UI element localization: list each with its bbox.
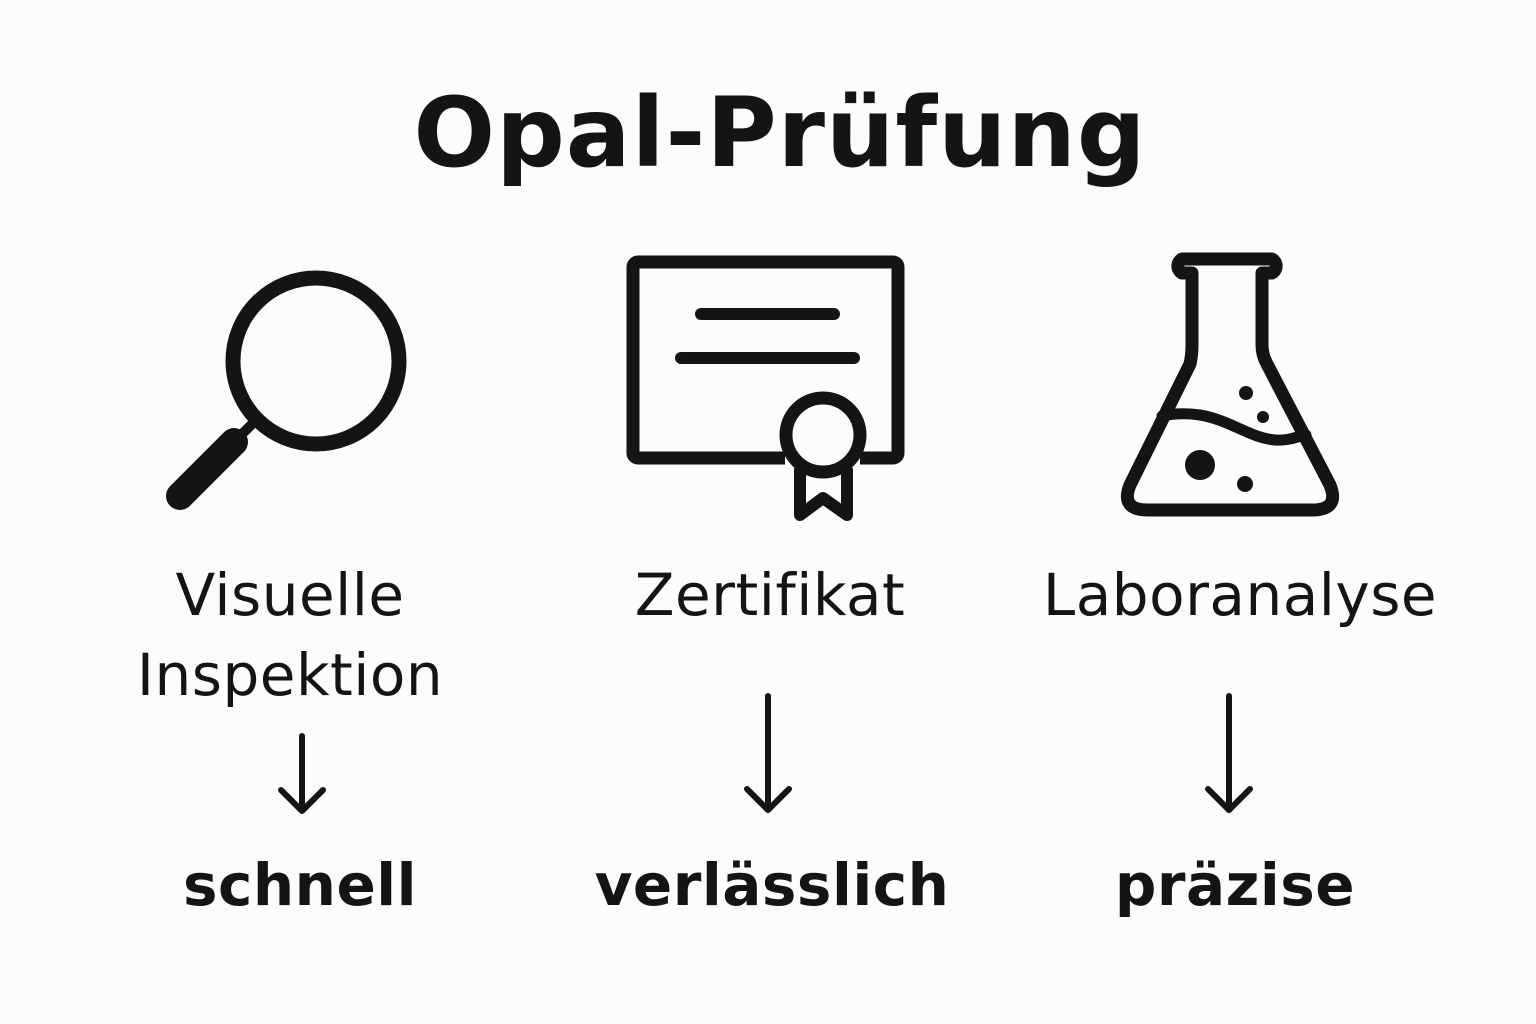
down-arrow-icon [1199, 690, 1259, 820]
down-arrow-icon [738, 690, 798, 820]
label-line-1: Visuelle [175, 561, 405, 629]
label-line-2: Inspektion [136, 641, 444, 709]
certificate-icon [610, 240, 930, 540]
lab-flask-icon [1100, 240, 1360, 540]
result-precise: präzise [1114, 851, 1356, 919]
result-reliable: verlässlich [594, 851, 950, 919]
column-label-certificate: Zertifikat [570, 555, 970, 635]
down-arrow-icon [272, 730, 332, 820]
diagram-title: Opal-Prüfung [413, 77, 1147, 189]
column-label-visual-inspection: Visuelle Inspektion [90, 555, 490, 715]
label-line-1: Laboranalyse [1042, 561, 1438, 629]
magnifying-glass-icon [150, 250, 430, 530]
label-line-1: Zertifikat [634, 561, 906, 629]
column-label-lab-analysis: Laboranalyse [1010, 555, 1470, 635]
result-fast: schnell [182, 851, 418, 919]
